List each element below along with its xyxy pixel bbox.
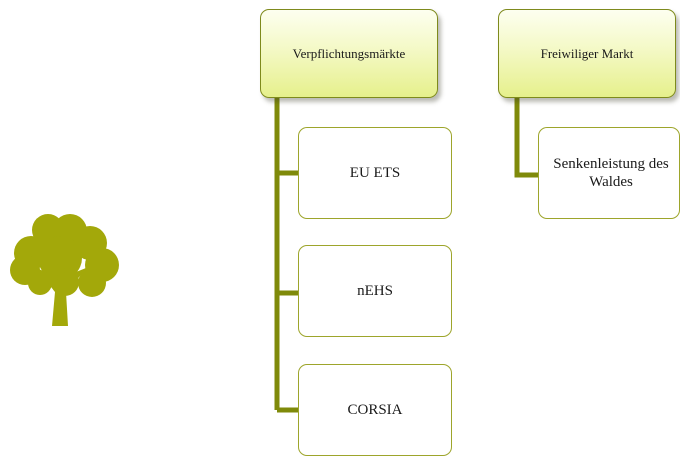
- child-box-eu-ets: EU ETS: [298, 127, 452, 219]
- child-label: nEHS: [357, 283, 393, 299]
- group-box-verpflichtungsmaerkte: Verpflichtungsmärkte: [260, 9, 438, 98]
- group-label: Freiwiliger Markt: [540, 45, 634, 61]
- child-box-nehs: nEHS: [298, 245, 452, 337]
- child-label: EU ETS: [349, 165, 401, 181]
- child-label: CORSIA: [347, 402, 403, 418]
- group-label: Verpflichtungsmärkte: [292, 45, 406, 61]
- group-box-freiwilliger-markt: Freiwiliger Markt: [498, 9, 676, 98]
- connector-verpflichtung: [274, 97, 298, 413]
- child-box-senkenleistung: Senkenleistung des Waldes: [538, 127, 680, 219]
- connector-freiwillig: [514, 97, 538, 178]
- child-box-corsia: CORSIA: [298, 364, 452, 456]
- child-label: Senkenleistung des Waldes: [553, 156, 669, 190]
